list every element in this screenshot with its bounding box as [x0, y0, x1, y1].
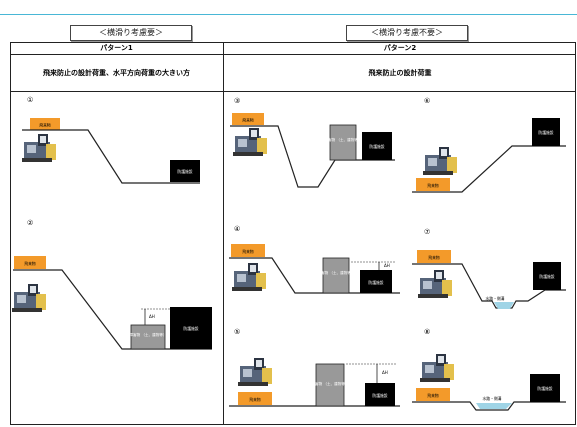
pattern1-description: 飛来防止の設計荷重、水平方向荷重の大きい方	[10, 55, 223, 92]
pattern1-title: パターン1	[10, 43, 223, 55]
top-rule	[0, 0, 577, 15]
flying-object-label: 飛来物	[24, 261, 36, 266]
vehicle-icon	[418, 270, 452, 298]
flying-object-box	[416, 388, 450, 401]
protected-facility	[360, 270, 392, 293]
ground-profile	[13, 269, 212, 350]
protected-facility-label: 防護施設	[177, 169, 192, 174]
flying-object-label: 飛来物	[242, 118, 254, 123]
vehicle-icon	[423, 147, 457, 175]
height-label: ΔH	[382, 370, 388, 375]
diagram-8: ⑧ 飛来物 水路・側溝 防護施設	[412, 328, 566, 411]
flying-object-box	[30, 118, 60, 130]
category-tag-sliding-not-considered: ＜横滑り考慮不要＞	[346, 25, 468, 41]
protected-facility-label: 防護施設	[537, 386, 552, 391]
diagram-3: ③ 飛来物 障害物 （土、建物等） 防護施設	[230, 97, 395, 188]
obstacle	[329, 124, 357, 161]
protected-facility-label: 防護施設	[372, 393, 387, 398]
protected-facility	[170, 160, 200, 182]
protected-facility-label: 防護施設	[539, 274, 554, 279]
flying-object-label: 飛来物	[427, 393, 439, 398]
protected-facility-label: 防護施設	[368, 280, 383, 285]
diagram-number-7: ⑦	[424, 228, 430, 236]
diagram-number-2: ②	[27, 219, 33, 227]
protected-facility	[530, 374, 560, 402]
waterway-water	[494, 302, 514, 309]
diagram-number-3: ③	[234, 97, 240, 105]
diagram-number-5: ⑤	[234, 328, 240, 336]
pattern2-description: 飛来防止の設計荷重	[224, 55, 576, 92]
height-label: ΔH	[384, 263, 390, 268]
diagram-2: ② 飛来物 障害物 （土、建物等） ΔH 防護施設	[12, 219, 212, 350]
vehicle-icon	[22, 134, 56, 162]
flying-object-label: 飛来物	[427, 183, 439, 188]
flying-object-box	[238, 392, 272, 405]
waterway-label: 水路・側溝	[483, 396, 502, 401]
obstacle-label: 障害物 （土、建物等）	[129, 332, 166, 337]
column-divider	[223, 42, 224, 425]
diagram-1: ① 飛来物 防護施設	[22, 96, 200, 184]
height-label: ΔH	[149, 314, 155, 319]
obstacle	[322, 257, 350, 294]
vehicle-icon	[232, 263, 266, 291]
obstacle	[315, 363, 345, 407]
obstacle-label: 障害物 （土、建物等）	[324, 137, 361, 142]
vehicle-icon	[233, 128, 267, 156]
diagram-6: ⑥ 飛来物 防護施設	[412, 97, 566, 193]
diagram-7: ⑦ 飛来物 水路・側溝 防護施設	[412, 228, 566, 309]
flying-object-label: 飛来物	[249, 397, 261, 402]
waterway-water	[476, 403, 512, 409]
diagram-4: ④ 飛来物 障害物 （土、建物等） ΔH 防護施設	[229, 225, 400, 294]
protected-facility-label: 防護施設	[369, 144, 384, 149]
protected-facility	[533, 262, 561, 290]
flying-object-box	[232, 113, 264, 125]
flying-object-label: 飛来物	[39, 123, 51, 128]
flying-object-label: 飛来物	[242, 249, 254, 254]
ground-profile	[412, 401, 566, 411]
protected-facility	[365, 383, 395, 406]
diagram-number-8: ⑧	[424, 328, 430, 336]
protected-facility	[362, 132, 392, 160]
flying-object-box	[231, 244, 265, 257]
diagram-number-4: ④	[234, 225, 240, 233]
obstacle-label: 障害物 （土、建物等）	[311, 381, 348, 386]
protected-facility	[170, 307, 212, 349]
vehicle-icon	[420, 354, 454, 382]
protected-facility	[532, 118, 560, 146]
pattern2-title: パターン2	[224, 43, 576, 55]
flying-object-box	[416, 178, 450, 191]
diagram-number-1: ①	[27, 96, 33, 104]
protected-facility-label: 防護施設	[538, 130, 553, 135]
pattern-table	[10, 42, 576, 425]
vehicle-icon	[12, 284, 46, 312]
category-tag-sliding-considered: ＜横滑り考慮要＞	[70, 25, 192, 41]
obstacle	[130, 324, 166, 350]
diagram-5: ⑤ 飛来物 障害物 （土、建物等） ΔH 防護施設	[229, 328, 400, 407]
ground-profile	[22, 129, 200, 184]
flying-object-box	[417, 250, 451, 263]
obstacle-label: 障害物 （土、建物等）	[317, 270, 354, 275]
flying-object-label: 飛来物	[428, 255, 440, 260]
diagram-number-6: ⑥	[424, 97, 430, 105]
flying-object-box	[14, 256, 46, 269]
waterway-label: 水路・側溝	[486, 296, 505, 301]
vehicle-icon	[238, 358, 272, 386]
protected-facility-label: 防護施設	[183, 326, 198, 331]
